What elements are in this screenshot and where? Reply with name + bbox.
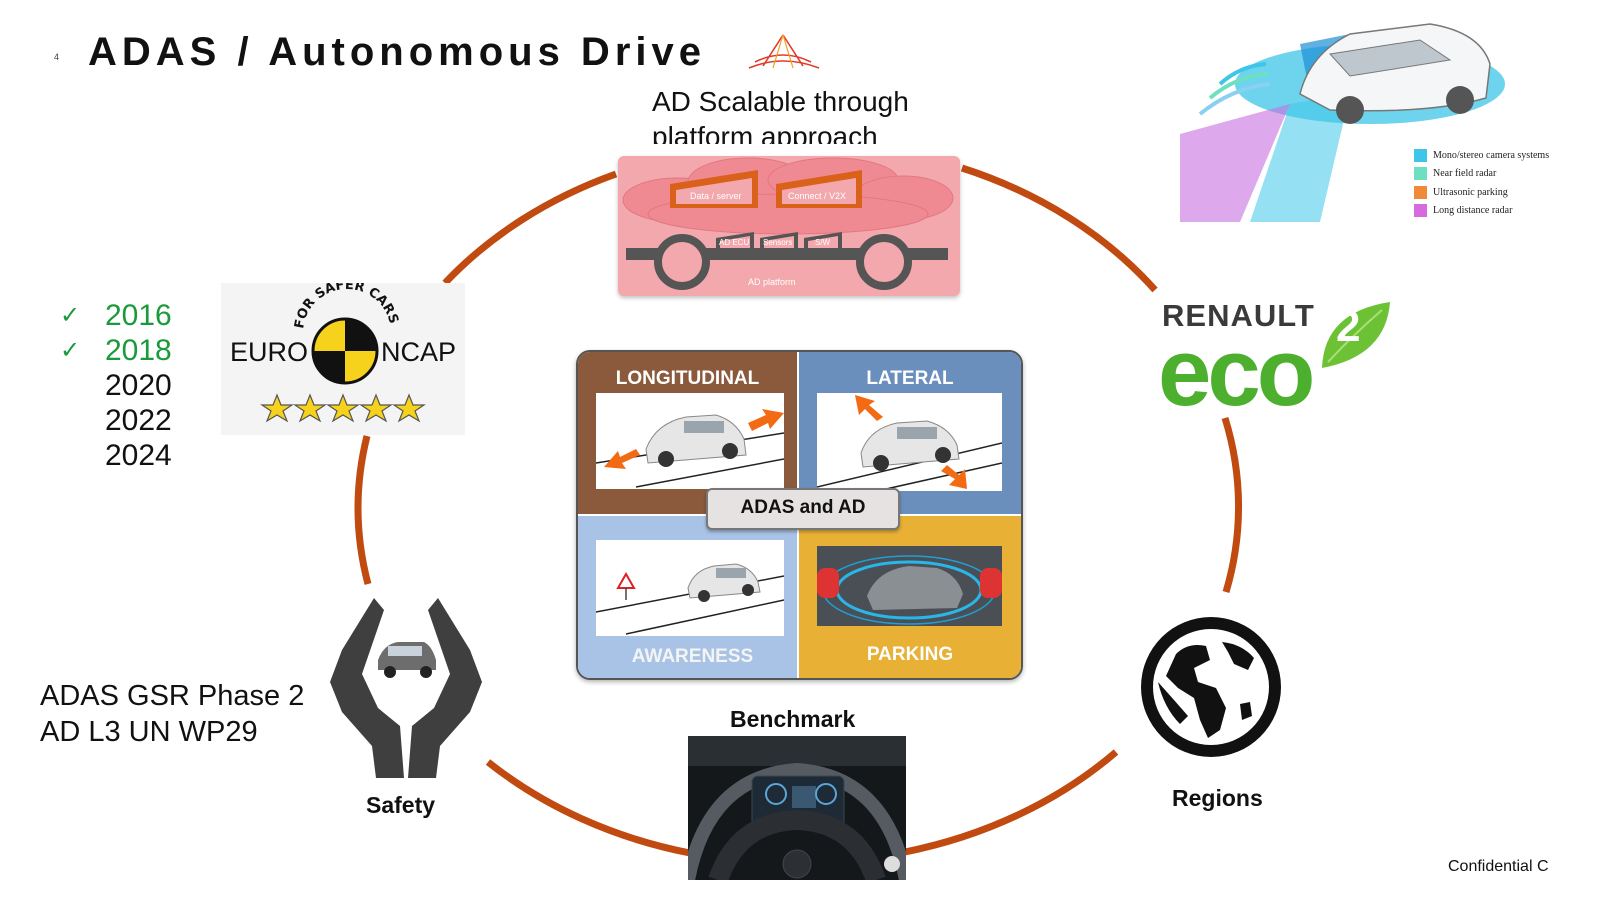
lateral-image bbox=[816, 393, 1003, 492]
page-number: 4 bbox=[54, 52, 60, 62]
legend-swatch bbox=[1414, 148, 1427, 162]
eco-leaf-icon bbox=[1322, 302, 1390, 368]
legend-label: Near field radar bbox=[1433, 168, 1497, 180]
sw-label: S/W bbox=[815, 238, 831, 247]
sensor-car-svg bbox=[1180, 23, 1505, 222]
page-title: ADAS / Autonomous Drive bbox=[88, 30, 706, 74]
ncap-euro-text: EURO bbox=[230, 337, 309, 367]
legend-item: Long distance radar bbox=[1414, 202, 1549, 221]
brand-logo-icon bbox=[748, 34, 820, 69]
adas-and-ad-label: ADAS and AD bbox=[706, 488, 900, 530]
checkmark-icon: ✓ bbox=[60, 302, 81, 329]
adas-quadrant-card: LONGITUDINAL LATERAL bbox=[576, 350, 1023, 680]
sensor-legend: Mono/stereo camera systems Near field ra… bbox=[1414, 146, 1549, 220]
awareness-svg bbox=[595, 563, 785, 635]
safety-hands-icon bbox=[330, 598, 482, 778]
confidentiality-footer: Confidential C bbox=[1448, 858, 1549, 875]
ad-ecu-label: AD ECU bbox=[719, 238, 750, 247]
safety-label: Safety bbox=[366, 792, 436, 818]
awareness-title: AWARENESS bbox=[631, 646, 754, 667]
benchmark-photo bbox=[688, 736, 906, 880]
car-icon bbox=[378, 642, 436, 678]
ad-platform-svg bbox=[622, 157, 954, 290]
eco-superscript: 2 bbox=[1336, 302, 1361, 351]
euro-ncap-svg: FOR SAFER CARS bbox=[260, 278, 426, 423]
sensor-car-illustration bbox=[1180, 14, 1510, 222]
legend-label: Ultrasonic parking bbox=[1433, 186, 1508, 198]
awareness-quadrant: AWARENESS bbox=[578, 516, 799, 678]
euro-ncap-logo: FOR SAFER CARS EURO NCAP bbox=[221, 278, 465, 435]
legend-swatch bbox=[1414, 204, 1427, 218]
legend-item: Ultrasonic parking bbox=[1414, 183, 1549, 202]
checkmark-icon: ✓ bbox=[60, 337, 81, 364]
platform-caption: AD Scalable through platform approach bbox=[652, 86, 909, 144]
benchmark-label: Benchmark bbox=[730, 706, 856, 732]
lateral-svg bbox=[816, 395, 1003, 492]
benchmark-svg bbox=[688, 736, 906, 880]
year-item: 2020 bbox=[60, 368, 172, 403]
ad-platform-diagram: Data / server Connect / V2X AD ECU Senso… bbox=[618, 156, 960, 296]
parking-image bbox=[817, 546, 1002, 626]
legend-label: Mono/stereo camera systems bbox=[1433, 149, 1550, 161]
year-item: 2024 bbox=[60, 438, 172, 473]
longitudinal-svg bbox=[595, 409, 785, 488]
year-value: 2022 bbox=[105, 404, 172, 437]
lateral-quadrant: LATERAL bbox=[799, 352, 1021, 516]
ad-platform-label: AD platform bbox=[748, 277, 796, 287]
globe-icon bbox=[1141, 617, 1281, 757]
regulation-wp29: AD L3 UN WP29 bbox=[40, 716, 258, 748]
year-value: 2020 bbox=[105, 369, 172, 402]
data-server-label: Data / server bbox=[690, 191, 742, 201]
year-item: ✓ 2018 bbox=[60, 333, 172, 368]
regions-label: Regions bbox=[1172, 785, 1263, 811]
year-value: 2024 bbox=[105, 439, 172, 472]
warning-sign-icon bbox=[616, 571, 636, 600]
legend-item: Mono/stereo camera systems bbox=[1414, 146, 1549, 165]
eco-logo-text: eco bbox=[1158, 319, 1315, 426]
year-value: 2016 bbox=[105, 299, 172, 332]
longitudinal-image bbox=[595, 393, 785, 489]
year-item: 2022 bbox=[60, 403, 172, 438]
legend-swatch bbox=[1414, 185, 1427, 199]
year-item: ✓ 2016 bbox=[60, 298, 172, 333]
ncap-years-list: ✓ 2016 ✓ 2018 2020 2022 2024 bbox=[60, 298, 172, 473]
regulation-gsr: ADAS GSR Phase 2 bbox=[40, 680, 305, 712]
connect-label: Connect / V2X bbox=[788, 191, 847, 201]
parking-svg bbox=[817, 555, 1002, 625]
regulations-text: ADAS GSR Phase 2 AD L3 UN WP29 bbox=[40, 678, 304, 750]
lateral-title: LATERAL bbox=[866, 368, 954, 389]
renault-brand-text: RENAULT bbox=[1162, 298, 1315, 333]
five-stars-icon bbox=[260, 393, 426, 423]
parking-title: PARKING bbox=[866, 644, 954, 665]
legend-item: Near field radar bbox=[1414, 165, 1549, 184]
awareness-image bbox=[595, 540, 785, 636]
legend-label: Long distance radar bbox=[1433, 205, 1513, 217]
parking-quadrant: PARKING bbox=[799, 516, 1021, 678]
legend-swatch bbox=[1414, 167, 1427, 181]
longitudinal-title: LONGITUDINAL bbox=[615, 368, 760, 389]
sensors-label: Sensors bbox=[763, 238, 793, 247]
ncap-ncap-text: NCAP bbox=[381, 337, 457, 367]
year-value: 2018 bbox=[105, 334, 172, 367]
